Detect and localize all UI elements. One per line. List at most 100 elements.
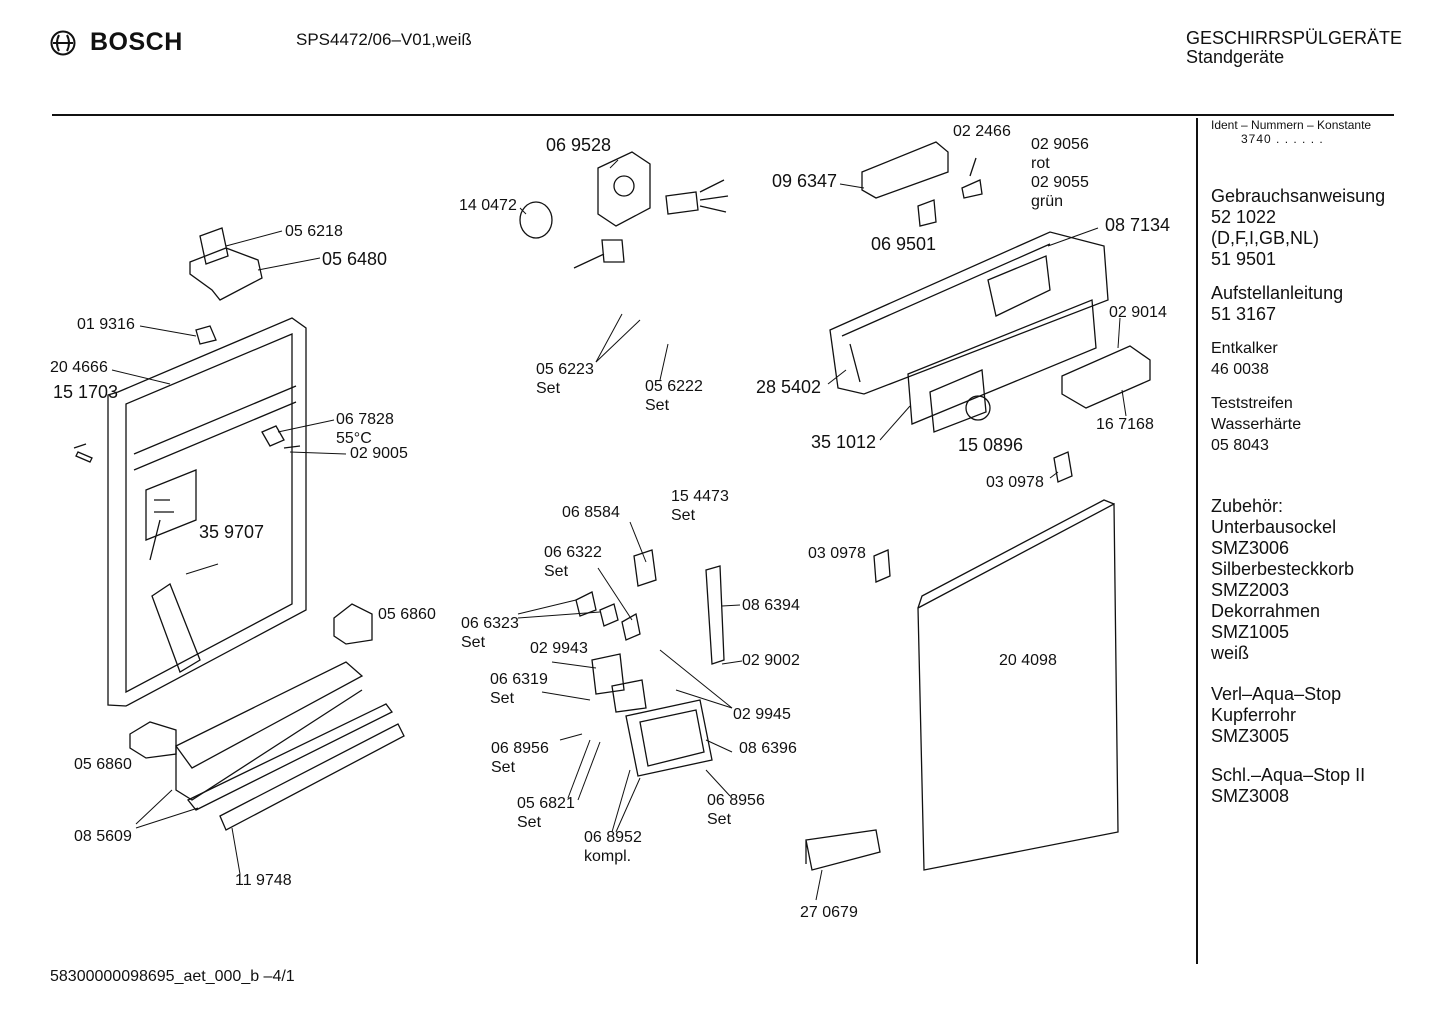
part-label-150896: 15 0896 xyxy=(958,435,1024,455)
door-seal-strip xyxy=(151,583,201,673)
bosch-armature-icon xyxy=(50,30,76,55)
control-panel-body xyxy=(829,231,1109,395)
part-label-029005: 02 9005 xyxy=(350,445,408,462)
part-label-068952: 06 8952 xyxy=(584,829,642,846)
part-label-029943: 02 9943 xyxy=(530,640,588,657)
spacer-block-upper xyxy=(333,603,373,645)
part-label-086396: 08 6396 xyxy=(739,740,797,757)
part-label-086394: 08 6394 xyxy=(742,597,800,614)
part-label-140472: 14 0472 xyxy=(459,197,517,214)
sidebar-line: Gebrauchsanweisung xyxy=(1211,186,1386,206)
sidebar-line: SMZ3005 xyxy=(1211,726,1290,746)
spring-shape xyxy=(575,591,641,641)
ident-value: 3740 . . . . . . xyxy=(1241,132,1324,146)
outer-door-panel xyxy=(917,502,1119,871)
switch-block xyxy=(987,255,1051,317)
part-label-019316: 01 9316 xyxy=(77,316,135,333)
part-set-068956-right: Set xyxy=(707,811,732,828)
part-label-068956-left: 06 8956 xyxy=(491,740,549,757)
sidebar-line: Unterbausockel xyxy=(1211,517,1337,537)
part-set-056222: Set xyxy=(645,397,670,414)
sidebar-line: SMZ3008 xyxy=(1211,786,1290,806)
sidebar-line: Zubehör: xyxy=(1211,496,1284,516)
knob-disc xyxy=(519,201,553,239)
sidebar-line: weiß xyxy=(1211,643,1250,663)
sidebar-line: Verl–Aqua–Stop xyxy=(1211,684,1342,704)
part-label-096347: 09 6347 xyxy=(772,171,838,191)
part-label-056222: 05 6222 xyxy=(645,378,703,395)
sidebar-line: Dekorrahmen xyxy=(1211,601,1321,621)
part-label-068956-right: 06 8956 xyxy=(707,792,765,809)
part-label-204666: 20 4666 xyxy=(50,359,108,376)
sidebar-line: 52 1022 xyxy=(1211,207,1277,227)
part-label-029014: 02 9014 xyxy=(1109,304,1167,321)
sidebar-line: Aufstellanleitung xyxy=(1211,283,1344,303)
part-label-351012: 35 1012 xyxy=(811,432,877,452)
part-note-029055: grün xyxy=(1031,193,1064,210)
base-strip-middle xyxy=(186,703,393,811)
part-set-066323: Set xyxy=(461,634,486,651)
model-number: SPS4472/06–V01,weiß xyxy=(296,30,472,49)
base-strip-upper xyxy=(175,661,364,801)
sidebar-line: SMZ3006 xyxy=(1211,538,1290,558)
spacer-block-lower xyxy=(129,721,177,759)
part-set-068956-left: Set xyxy=(491,759,516,776)
part-label-056821: 05 6821 xyxy=(517,795,575,812)
inner-door-panel xyxy=(107,317,307,707)
part-label-030978-lower: 03 0978 xyxy=(808,545,866,562)
sidebar-line: Teststreifen xyxy=(1211,395,1293,412)
header-divider xyxy=(52,114,1394,116)
clip-shape xyxy=(195,325,217,345)
timer-unit xyxy=(597,151,651,227)
part-label-069501: 06 9501 xyxy=(871,234,937,254)
sidebar-line: 05 8043 xyxy=(1211,437,1269,454)
part-label-066322: 06 6322 xyxy=(544,544,602,561)
gasket-shape xyxy=(591,653,625,695)
brand-logo: BOSCH xyxy=(50,28,183,57)
sidebar-divider xyxy=(1196,118,1198,964)
part-label-056218: 05 6218 xyxy=(285,223,343,240)
part-label-270679: 27 0679 xyxy=(800,904,858,921)
screw-shape xyxy=(73,443,93,463)
sidebar-line: 51 9501 xyxy=(1211,249,1277,269)
document-code: 58300000098695_aet_000_b –4/1 xyxy=(50,968,295,985)
sidebar-line: Entkalker xyxy=(1211,340,1278,357)
brand-name: BOSCH xyxy=(90,28,183,56)
thermostat-shape xyxy=(261,425,301,449)
part-label-087134: 08 7134 xyxy=(1105,215,1171,235)
lever-shape xyxy=(705,565,725,665)
part-set-056223: Set xyxy=(536,380,561,397)
part-set-066322: Set xyxy=(544,563,569,580)
lock-assembly xyxy=(625,699,713,777)
part-label-066323: 06 6323 xyxy=(461,615,519,632)
part-label-029945: 02 9945 xyxy=(733,706,791,723)
cap-shape-upper xyxy=(1053,451,1073,483)
part-note-067828: 55°C xyxy=(336,430,372,447)
selector-switch xyxy=(861,141,949,199)
part-label-030978-upper: 03 0978 xyxy=(986,474,1044,491)
sidebar-line: (D,F,I,GB,NL) xyxy=(1211,228,1320,248)
dispenser-latch xyxy=(633,549,657,587)
button-row xyxy=(1061,345,1151,409)
sidebar-line: SMZ1005 xyxy=(1211,622,1290,642)
sidebar-line: SMZ2003 xyxy=(1211,580,1290,600)
part-label-154473: 15 4473 xyxy=(671,488,729,505)
category-line-1: GESCHIRRSPÜLGERÄTE xyxy=(1186,28,1403,48)
panel-cover xyxy=(907,299,1097,425)
category-line-2: Standgeräte xyxy=(1186,47,1285,67)
part-label-085609: 08 5609 xyxy=(74,828,132,845)
part-label-022466: 02 2466 xyxy=(953,123,1011,140)
part-label-151703: 15 1703 xyxy=(53,382,119,402)
base-strip-lower xyxy=(219,723,405,831)
part-label-029055: 02 9055 xyxy=(1031,174,1089,191)
part-label-204098: 20 4098 xyxy=(999,652,1057,669)
part-label-066319: 06 6319 xyxy=(490,671,548,688)
part-note-068952: kompl. xyxy=(584,848,632,865)
